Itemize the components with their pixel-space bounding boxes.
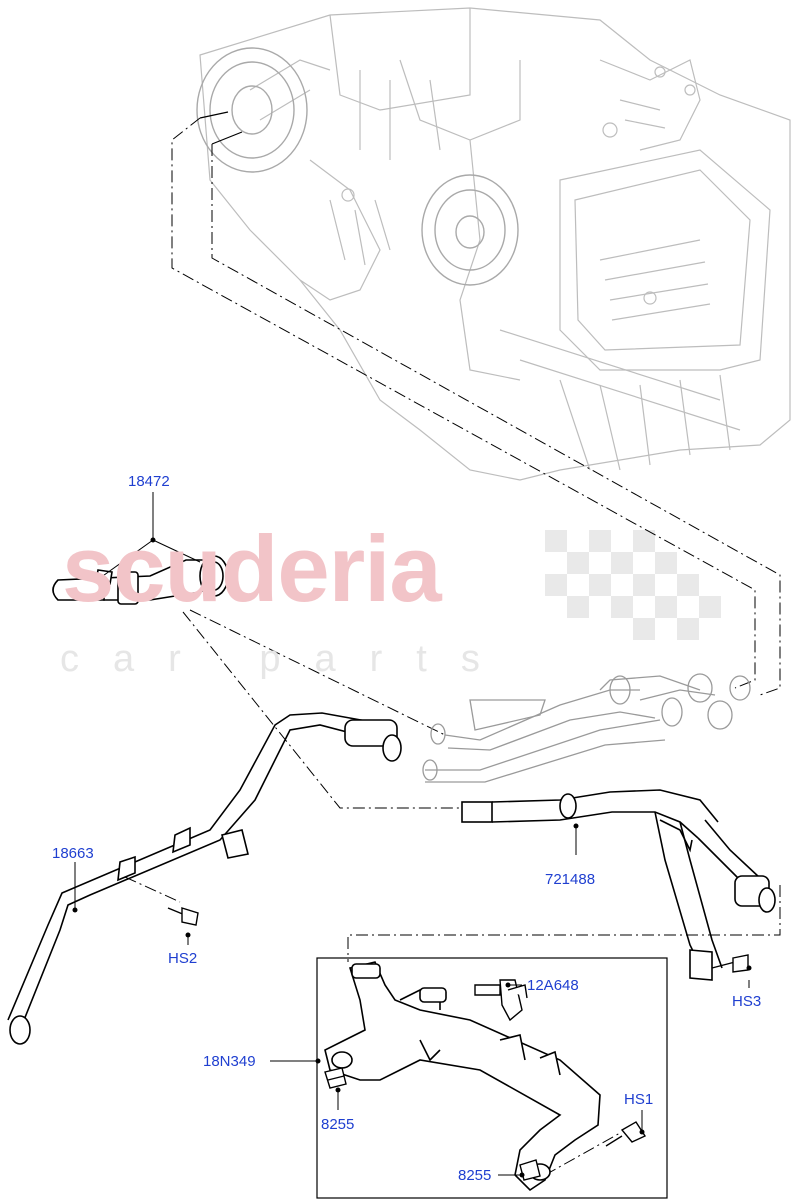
callout-18472[interactable]: 18472 [128, 473, 170, 490]
bolt-8255-top[interactable] [324, 1067, 347, 1089]
bolt-hs2[interactable] [167, 907, 199, 926]
watermark-checker [545, 530, 721, 640]
pipe-721488[interactable] [461, 789, 776, 981]
sensor-12A648[interactable] [474, 979, 528, 1022]
watermark-tagline: car parts [60, 638, 514, 680]
bolt-hs1[interactable] [605, 1121, 647, 1147]
blower-right-ghost [421, 174, 519, 286]
callout-hs2[interactable]: HS2 [168, 950, 198, 967]
blower-left-ghost [196, 47, 308, 173]
callout-8255-bottom[interactable]: 8255 [458, 1167, 492, 1184]
leader-lines [124, 117, 781, 1176]
callout-hs3[interactable]: HS3 [732, 993, 762, 1010]
callout-dots [72, 537, 752, 1178]
hose-18663[interactable] [7, 712, 402, 1045]
watermark-brand: scuderia [62, 516, 442, 621]
callout-hs1[interactable]: HS1 [624, 1091, 654, 1108]
manifold-18N349[interactable] [324, 961, 601, 1192]
heater-core-pipes-ghost [422, 673, 751, 783]
bolt-hs3[interactable] [711, 954, 749, 973]
hose-18472[interactable] [52, 555, 229, 605]
callout-721488[interactable]: 721488 [545, 871, 596, 888]
assembly-box [316, 957, 668, 1199]
callout-8255-top[interactable]: 8255 [321, 1116, 355, 1133]
callout-12A648[interactable]: 12A648 [527, 977, 579, 994]
callout-18N349[interactable]: 18N349 [203, 1053, 256, 1070]
callout-18663[interactable]: 18663 [52, 845, 94, 862]
hvac-pipe-stubs [199, 111, 243, 145]
hvac-unit-ghost [199, 7, 791, 481]
